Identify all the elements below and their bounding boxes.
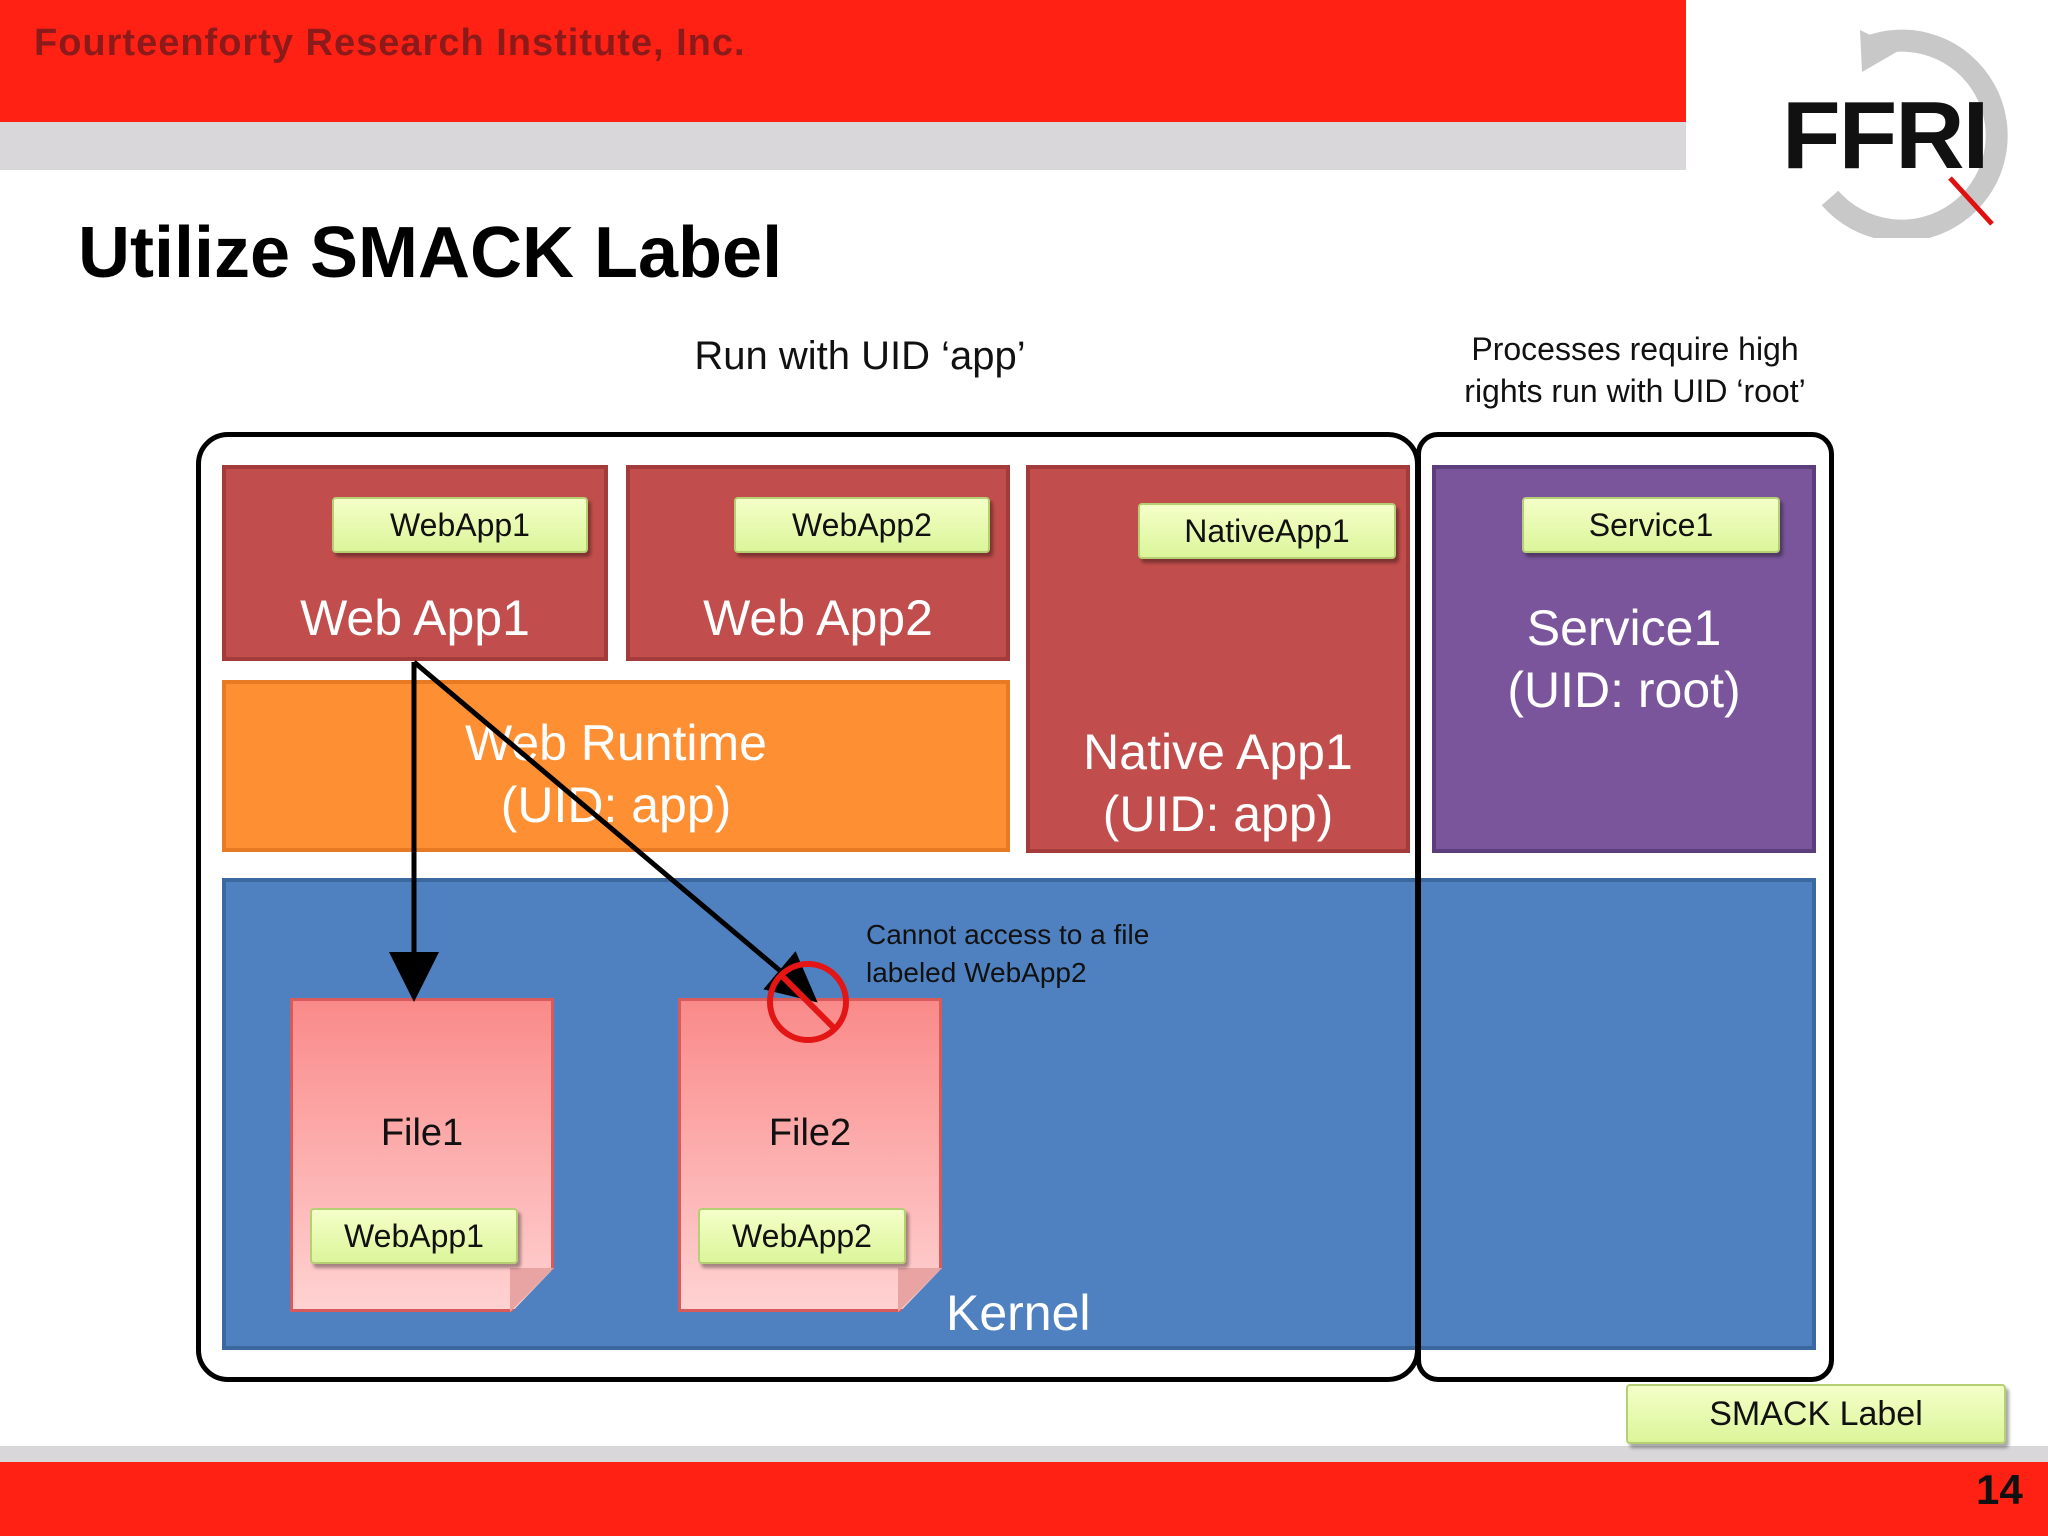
file1-label: File1: [380, 1112, 464, 1154]
webapp2-smack-tag: WebApp2: [734, 497, 990, 553]
page-number: 14: [1976, 1466, 2023, 1513]
webapp1-box: WebApp1 Web App1: [222, 465, 608, 661]
file1-document: [290, 998, 554, 1312]
native-app1-uid: (UID: app): [1102, 786, 1334, 842]
service1-smack-tag: Service1: [1522, 497, 1780, 553]
file2-document: [678, 998, 942, 1312]
svg-text:FFRI: FFRI: [1782, 82, 1987, 189]
webapp1-label: Web App1: [300, 590, 530, 646]
caption-root-uid: Processes require high rights run with U…: [1420, 328, 1850, 412]
native-app1-box: NativeApp1 Native App1 (UID: app): [1026, 465, 1410, 853]
native-app1-label: Native App1: [1083, 724, 1353, 780]
note-line1: Cannot access to a file: [866, 919, 1150, 950]
caption-root-line2: rights run with UID ‘root’: [1464, 373, 1806, 409]
company-name: Fourteenforty Research Institute, Inc.: [34, 22, 746, 64]
ffri-logo: FFRI: [1782, 29, 2008, 238]
header-stripe: [0, 122, 1686, 170]
access-denied-note: Cannot access to a file labeled WebApp2: [866, 916, 1186, 992]
slide-title: Utilize SMACK Label: [78, 213, 783, 293]
file2-label: File2: [768, 1112, 852, 1154]
caption-root-line1: Processes require high: [1471, 331, 1799, 367]
service1-label: Service1: [1526, 600, 1722, 656]
root-uid-frame: [1416, 432, 1834, 1382]
caption-app-uid: Run with UID ‘app’: [694, 334, 1026, 378]
file2-smack-tag: WebApp2: [698, 1208, 906, 1264]
webapp1-smack-tag: WebApp1: [332, 497, 588, 553]
note-line2: labeled WebApp2: [866, 957, 1087, 988]
webapp2-label: Web App2: [703, 590, 933, 646]
kernel-label: Kernel: [946, 1285, 1091, 1341]
service1-uid: (UID: root): [1507, 662, 1741, 718]
footer-bar: [0, 1462, 2048, 1536]
header-bar: [0, 0, 1686, 122]
smack-label-legend: SMACK Label: [1626, 1384, 2006, 1444]
webapp2-box: WebApp2 Web App2: [626, 465, 1010, 661]
footer-stripe: [0, 1446, 2048, 1462]
file1-smack-tag: WebApp1: [310, 1208, 518, 1264]
nativeapp1-smack-tag: NativeApp1: [1138, 503, 1396, 559]
service1-box: Service1 Service1 (UID: root): [1432, 465, 1816, 853]
